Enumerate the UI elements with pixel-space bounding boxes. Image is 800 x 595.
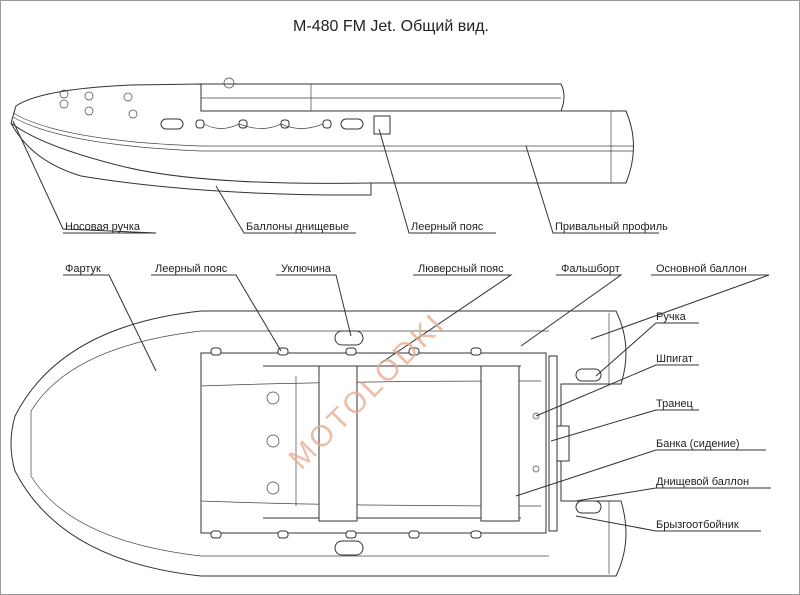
seat-front bbox=[318, 365, 358, 522]
side-view: Носовая ручка Баллоны днищевые Леерный п… bbox=[10, 77, 668, 234]
label-nose-handle: Носовая ручка bbox=[65, 221, 141, 233]
transom bbox=[548, 355, 558, 532]
label-apron: Фартук bbox=[65, 263, 101, 275]
label-spray-deflector: Брызгоотбойник bbox=[656, 519, 739, 531]
main-tube bbox=[10, 83, 634, 184]
diagram-title: M-480 FM Jet. Общий вид. bbox=[293, 18, 489, 35]
label-bulwark: Фальшборт bbox=[561, 263, 620, 275]
label-grommet-belt: Люверсный пояс bbox=[418, 263, 504, 275]
seat-rear bbox=[480, 365, 520, 522]
lifeline-handles bbox=[210, 347, 482, 539]
label-seat: Банка (сидение) bbox=[656, 438, 739, 450]
oarlock-top bbox=[334, 330, 364, 346]
label-handle: Ручка bbox=[656, 311, 687, 323]
label-rub-strake: Привальный профиль bbox=[555, 221, 668, 233]
label-transom: Транец bbox=[656, 398, 694, 410]
label-main-tube: Основной баллон bbox=[656, 263, 747, 275]
label-lifeline-top: Леерный пояс bbox=[155, 263, 228, 275]
upper-collar bbox=[200, 83, 565, 112]
label-scupper: Шпигат bbox=[656, 353, 693, 365]
logo-plate bbox=[373, 115, 391, 135]
oarlock-bottom bbox=[334, 540, 364, 556]
handle-bottom bbox=[575, 500, 602, 514]
label-bottom-tube: Днищевой баллон bbox=[656, 476, 749, 488]
label-lifeline: Леерный пояс bbox=[411, 221, 484, 233]
top-view: Фартук Леерный пояс Уключина Люверсный п… bbox=[10, 263, 771, 577]
handle-top bbox=[575, 368, 602, 382]
oarlocks bbox=[334, 330, 364, 556]
label-oarlock: Уключина bbox=[281, 263, 332, 275]
label-bottom-tubes: Баллоны днищевые bbox=[246, 221, 349, 233]
leader-lines bbox=[63, 274, 771, 532]
rope-handles bbox=[59, 77, 391, 135]
